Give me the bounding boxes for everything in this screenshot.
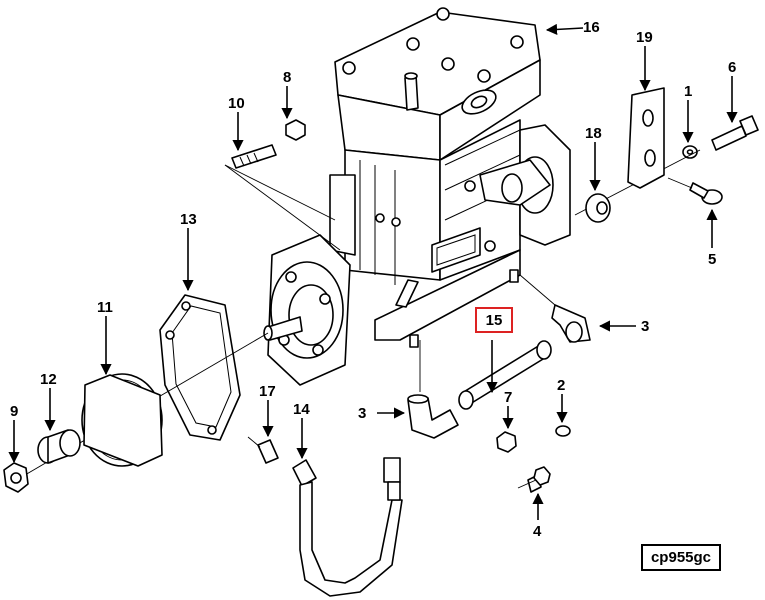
callout-3-right: 3 — [641, 318, 649, 335]
callout-7: 7 — [504, 389, 512, 406]
cap-screw-part — [711, 115, 759, 151]
callout-16: 16 — [583, 19, 600, 36]
bushing-part — [37, 429, 81, 464]
callout-labels: 16 19 6 1 18 5 8 10 13 11 12 9 3 3 7 2 4… — [10, 19, 736, 540]
nut-part — [285, 119, 306, 141]
callout-17: 17 — [259, 383, 276, 400]
hose-assembly-part — [292, 457, 403, 597]
callout-10: 10 — [228, 95, 245, 112]
compressor-assembly — [263, 7, 571, 386]
callout-18: 18 — [585, 125, 602, 142]
gasket-part — [159, 294, 241, 441]
callout-13: 13 — [180, 211, 197, 228]
gear-nut-part — [3, 462, 29, 493]
flange-bolt-part — [689, 182, 723, 205]
callout-9: 9 — [10, 403, 18, 420]
callout-15: 15 — [485, 311, 503, 329]
small-washer-part — [555, 425, 571, 437]
callout-12: 12 — [40, 371, 57, 388]
callout-11: 11 — [97, 299, 113, 316]
drawing-code-label: cp955gc — [641, 544, 721, 571]
callout-3-left: 3 — [358, 405, 366, 422]
stud-part — [231, 144, 277, 169]
elbow-fitting-right — [551, 304, 591, 343]
callout-leaders — [8, 23, 738, 520]
callout-5: 5 — [708, 251, 716, 268]
gear-part — [81, 373, 163, 467]
callout-8: 8 — [283, 69, 291, 86]
drawing-code-text: cp955gc — [650, 549, 712, 566]
callout-14: 14 — [293, 401, 310, 418]
fitting-part — [257, 439, 279, 464]
pipe-part — [458, 340, 552, 410]
small-screw-part — [527, 466, 551, 493]
highlighted-callout-15[interactable]: 15 — [475, 307, 513, 333]
small-nut-part — [496, 431, 517, 453]
callout-2: 2 — [557, 377, 565, 394]
callout-19: 19 — [636, 29, 653, 46]
callout-1: 1 — [684, 83, 692, 100]
callout-6: 6 — [728, 59, 736, 76]
bracket-part — [627, 87, 665, 189]
elbow-fitting-left — [407, 394, 459, 439]
callout-4: 4 — [533, 523, 542, 540]
